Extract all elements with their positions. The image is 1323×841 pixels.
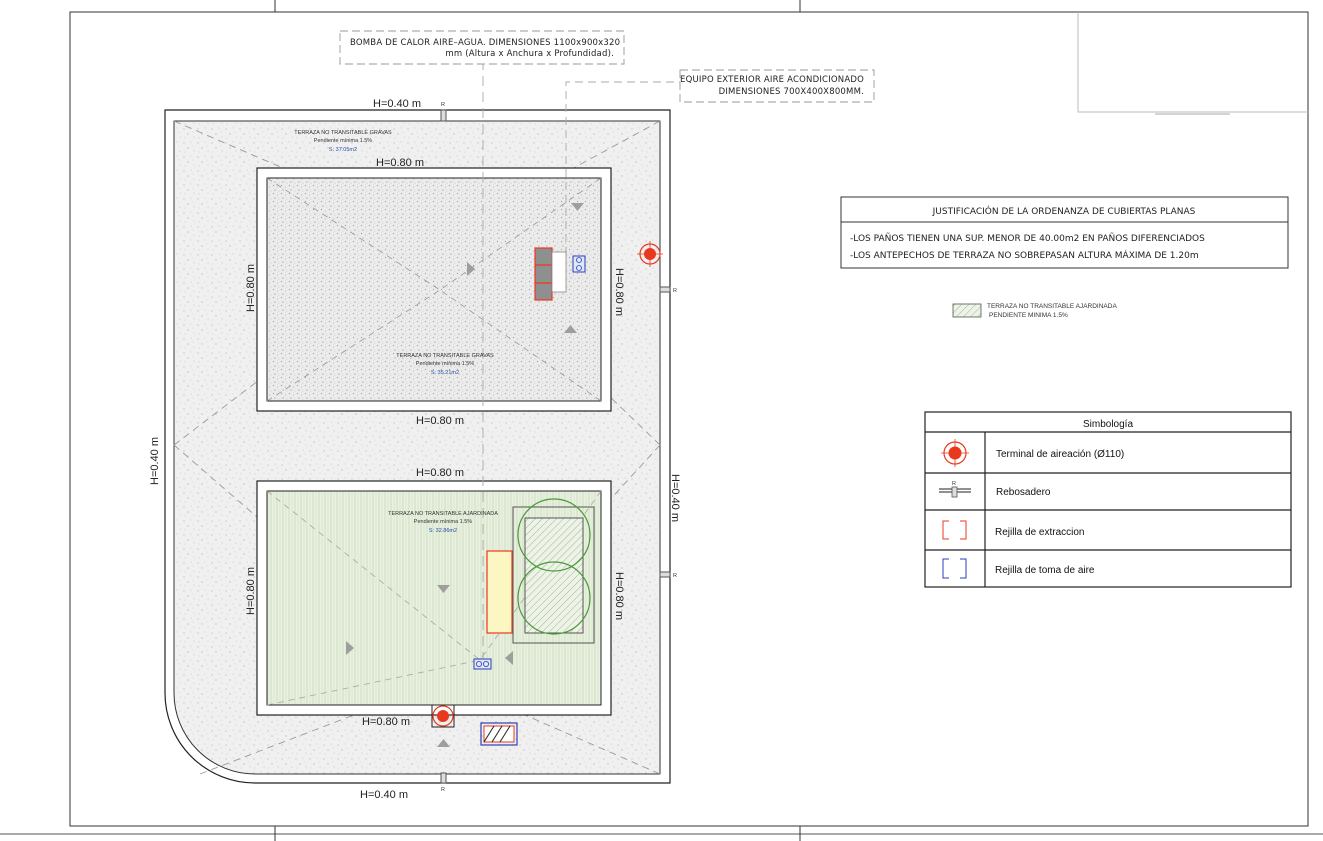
overflow-mark: R [673,288,677,294]
dim-bottom-inner-bottom: H=0.80 m [362,716,410,728]
bottom-inner-slope: Pendiente mínima 1.5% [414,519,473,525]
dim-left-outer: H=0.40 m [149,437,161,485]
justification-title: JUSTIFICACIÓN DE LA ORDENANZA DE CUBIERT… [932,205,1196,217]
planter-box [512,498,595,644]
top-inner-slopes [266,177,602,402]
sheet-frame [69,11,1309,827]
dim-top-inner-top: H=0.80 m [376,157,424,169]
garden-hatch-swatch [952,303,982,318]
dim-bottom-inner-top: H=0.80 m [416,467,464,479]
dim-top-inner-right: H=0.80 m [613,268,625,316]
overflow-mark: R [441,102,445,108]
intake-grille-legend-icon [942,558,967,579]
top-outer-title: TERRAZA NO TRANSITABLE GRAVAS [294,130,392,136]
dim-bottom-outer: H=0.40 m [360,789,408,801]
dim-top-inner-left: H=0.80 m [245,264,257,312]
slope-arrows [346,203,584,747]
symbology-item-aeration: Terminal de aireación (Ø110) [996,449,1124,460]
overflow-drains [440,109,671,784]
dim-bottom-inner-left: H=0.80 m [245,567,257,615]
intake-grille-top [572,255,586,273]
ac-exterior-unit [480,722,518,746]
overflow-legend-mark: R [952,481,956,487]
ac-line2: DIMENSIONES 700X400X800MM. [719,87,864,97]
heat-pump-line1: BOMBA DE CALOR AIRE–AGUA. DIMENSIONES 11… [350,38,620,48]
symbology-title: Simbología [1083,419,1133,430]
justification-line1: -LOS PAÑOS TIENEN UNA SUP. MENOR DE 40.0… [850,233,1205,244]
ac-line1: EQUIPO EXTERIOR AIRE ACONDICIONADO [680,75,864,85]
justification-box [840,196,1289,269]
aeration-terminal-bottom [431,704,455,728]
top-inner-surface: S: 35.21m2 [431,370,459,376]
intake-grille-bottom [473,658,492,670]
justification-line2: -LOS ANTEPECHOS DE TERRAZA NO SOBREPASAN… [850,249,1199,261]
top-outer-surface: S: 37.05m2 [329,147,357,153]
aeration-terminal-legend-icon [941,439,969,467]
ac-leader [565,81,680,255]
overflow-mark: R [441,787,445,793]
top-outer-slope: Pendiente mínima 1.5% [314,138,373,144]
symbology-item-extraction: Rejilla de extraccion [995,527,1085,538]
top-inner-slope: Pendiente mínima 1.5% [416,361,475,367]
ac-callout [679,69,875,103]
title-block [1077,12,1308,113]
aeration-terminal-top [637,241,663,267]
hatch-legend-line1: TERRAZA NO TRANSITABLE AJARDINADA [987,303,1117,310]
bottom-inner-title: TERRAZA NO TRANSITABLE AJARDINADA [388,511,498,517]
symbology-item-intake: Rejilla de toma de aire [995,565,1095,576]
symbology-table [924,411,1292,588]
dim-top-inner-bottom: H=0.80 m [416,415,464,427]
dim-bottom-inner-right: H=0.80 m [613,572,625,620]
symbology-item-overflow: Rebosadero [996,487,1051,498]
extraction-grille-legend-icon [942,520,967,540]
extraction-unit [486,550,513,634]
top-inner-title: TERRAZA NO TRANSITABLE GRAVAS [396,353,494,359]
heat-pump-line2: mm (Altura x Anchura x Profundidad). [445,49,614,59]
bottom-inner-surface: S: 32.86m2 [429,528,457,534]
hatch-legend-line2: PENDIENTE MINIMA 1.5% [989,312,1068,319]
dim-top-outer: H=0.40 m [373,98,421,110]
overflow-mark: R [673,573,677,579]
dim-right-outer: H=0.40 m [669,474,681,522]
heat-pump-callout [339,30,625,65]
heat-pump-units [534,247,567,301]
overflow-legend-icon [939,486,971,498]
